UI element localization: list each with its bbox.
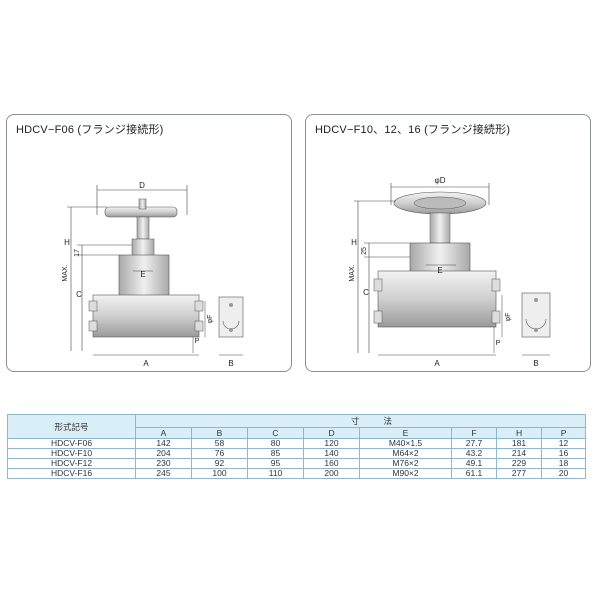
dimension-table: 形式記号 寸 法 A B C D E F H P HDCV-F06 142 58…	[7, 414, 587, 479]
dim-label-b: B	[228, 359, 233, 368]
dim-label-max: MAX.	[62, 264, 69, 281]
dim-label-25: 25	[361, 247, 368, 255]
cell: 245	[135, 468, 192, 479]
dim-label-d: D	[139, 181, 145, 190]
cell: 110	[247, 468, 304, 479]
header-col: D	[302, 427, 361, 439]
dim-label-e: E	[140, 270, 145, 279]
dim-label-f: φF	[505, 313, 512, 322]
cell: 95	[247, 458, 304, 469]
panel-title: HDCV−F10、12、16 (フランジ接続形)	[315, 124, 511, 136]
cell: 49.1	[451, 458, 498, 469]
dim-label-17: 17	[74, 249, 81, 257]
table-row: HDCV-F10 204 76 85 140 M64×2 43.2 214 16	[7, 448, 587, 459]
table-row: HDCV-F06 142 58 80 120 M40×1.5 27.7 181 …	[7, 438, 587, 449]
header-dimension-1: 寸	[134, 414, 360, 428]
header-col: A	[135, 427, 192, 439]
cell: 277	[496, 468, 543, 479]
cell: 58	[191, 438, 248, 449]
dim-label-h: H	[351, 238, 357, 247]
header-col: C	[247, 427, 304, 439]
cell: 85	[247, 448, 304, 459]
cell: 214	[496, 448, 543, 459]
cell: 76	[191, 448, 248, 459]
header-col: P	[541, 427, 587, 439]
drawing-panel-f10-f16: HDCV−F10、12、16 (フランジ接続形)	[305, 114, 591, 372]
dim-label-f: φF	[207, 315, 214, 324]
header-col: H	[496, 427, 543, 439]
cell: 92	[191, 458, 248, 469]
cell: 43.2	[451, 448, 498, 459]
cell: 204	[135, 448, 192, 459]
table-row: HDCV-F16 245 100 110 200 M90×2 61.1 277 …	[7, 468, 587, 479]
dim-label-p: P	[195, 338, 200, 345]
cell: 20	[541, 468, 587, 479]
dim-label-c: C	[76, 290, 82, 299]
cell: 12	[541, 438, 587, 449]
cell: M76×2	[359, 458, 453, 469]
dim-label-e: E	[437, 266, 442, 275]
dim-label-c: C	[363, 288, 369, 297]
cell: M64×2	[359, 448, 453, 459]
drawing-panel-f06: HDCV−F06 (フランジ接続形)	[6, 114, 292, 372]
cell: 18	[541, 458, 587, 469]
dim-label-p: P	[496, 340, 501, 347]
dim-label-a: A	[143, 359, 149, 368]
cell: 229	[496, 458, 543, 469]
cell-model: HDCV-F12	[7, 458, 136, 469]
cell: 140	[302, 448, 361, 459]
header-dimension-2: 法	[359, 414, 587, 428]
valve-drawing-f10-f16: φD H MAX. 25 C E φF P A B	[349, 176, 551, 368]
table-row: HDCV-F12 230 92 95 160 M76×2 49.1 229 18	[7, 458, 587, 469]
dim-label-h: H	[64, 238, 70, 247]
cell: 61.1	[451, 468, 498, 479]
cell: 230	[135, 458, 192, 469]
cell-model: HDCV-F06	[7, 438, 136, 449]
header-model: 形式記号	[7, 414, 136, 439]
cell: 181	[496, 438, 543, 449]
dim-label-d: φD	[435, 176, 446, 185]
header-col: F	[451, 427, 498, 439]
cell-model: HDCV-F10	[7, 448, 136, 459]
valve-body	[409, 242, 471, 274]
dim-label-b: B	[533, 359, 538, 368]
cell: 16	[541, 448, 587, 459]
cell: M40×1.5	[359, 438, 453, 449]
cell: 160	[302, 458, 361, 469]
cell: M90×2	[359, 468, 453, 479]
header-col: B	[191, 427, 248, 439]
header-col: E	[359, 427, 453, 439]
valve-body	[118, 254, 170, 298]
cell: 27.7	[451, 438, 498, 449]
dim-label-a: A	[434, 359, 440, 368]
panel-title: HDCV−F06 (フランジ接続形)	[16, 124, 164, 136]
cell: 120	[302, 438, 361, 449]
cell: 80	[247, 438, 304, 449]
cell: 142	[135, 438, 192, 449]
cell: 200	[302, 468, 361, 479]
cell: 100	[191, 468, 248, 479]
valve-drawing-f06: D H MAX. 17 C E φF P A B	[62, 181, 244, 368]
cell-model: HDCV-F16	[7, 468, 136, 479]
dim-label-max: MAX.	[349, 264, 356, 281]
